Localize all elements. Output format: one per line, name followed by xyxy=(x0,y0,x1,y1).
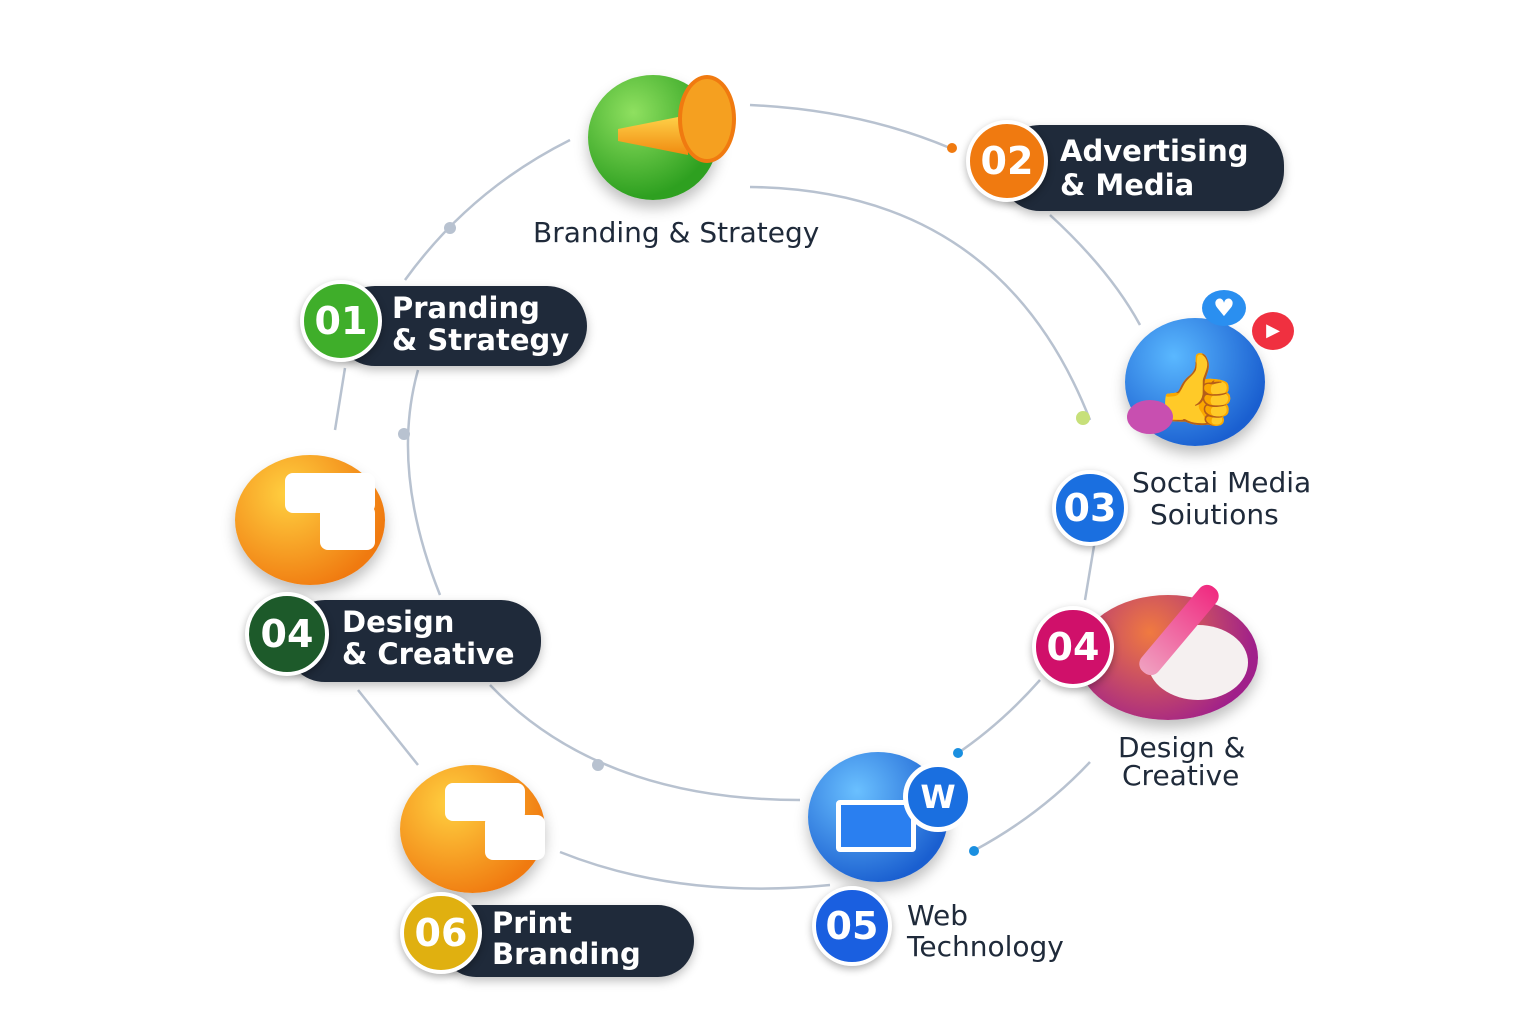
step-05-line2: Technology xyxy=(907,930,1064,963)
step-02-line1: Advertising xyxy=(1060,134,1249,168)
step-06-line2: Branding xyxy=(492,937,641,971)
step-04-line1: Design xyxy=(342,605,455,639)
step-02-line2: & Media xyxy=(1060,168,1195,202)
step-01-line1: Pranding xyxy=(392,291,540,325)
megaphone-icon xyxy=(588,75,736,200)
step-01-badge: 01 xyxy=(300,280,382,362)
step-05-badge: 05 xyxy=(812,886,892,966)
step-04-badge: 04 xyxy=(245,592,329,676)
heart-icon: ♥ xyxy=(1202,290,1246,326)
step-04-line2: & Creative xyxy=(342,637,515,671)
step-03-badge: 03 xyxy=(1052,470,1128,546)
step-06-line1: Print xyxy=(492,906,573,940)
play-icon: ▶ xyxy=(1252,312,1294,350)
step-04b-badge: 04 xyxy=(1032,606,1114,688)
branding-strategy-label: Branding & Strategy xyxy=(533,216,820,249)
step-03-line1: Soctai Media xyxy=(1132,466,1312,499)
step-01-line2: & Strategy xyxy=(392,323,570,357)
step-06-pill: Print Branding xyxy=(440,905,694,977)
thumbs-up-icon: 👍 xyxy=(1125,318,1265,446)
step-03-line2: Soiutions xyxy=(1150,498,1279,531)
folder-ui-icon xyxy=(400,765,545,893)
step-04b-line2: Creative xyxy=(1122,759,1240,792)
laptop-wordpress-icon: W xyxy=(808,752,973,882)
step-06-badge: 06 xyxy=(400,892,482,974)
step-05-line1: Web xyxy=(907,899,969,932)
step-02-badge: 02 xyxy=(966,120,1048,202)
folder-ui-icon xyxy=(235,455,385,585)
step-04b-line1: Design & xyxy=(1118,731,1246,764)
step-01-pill: Pranding & Strategy xyxy=(335,286,587,366)
